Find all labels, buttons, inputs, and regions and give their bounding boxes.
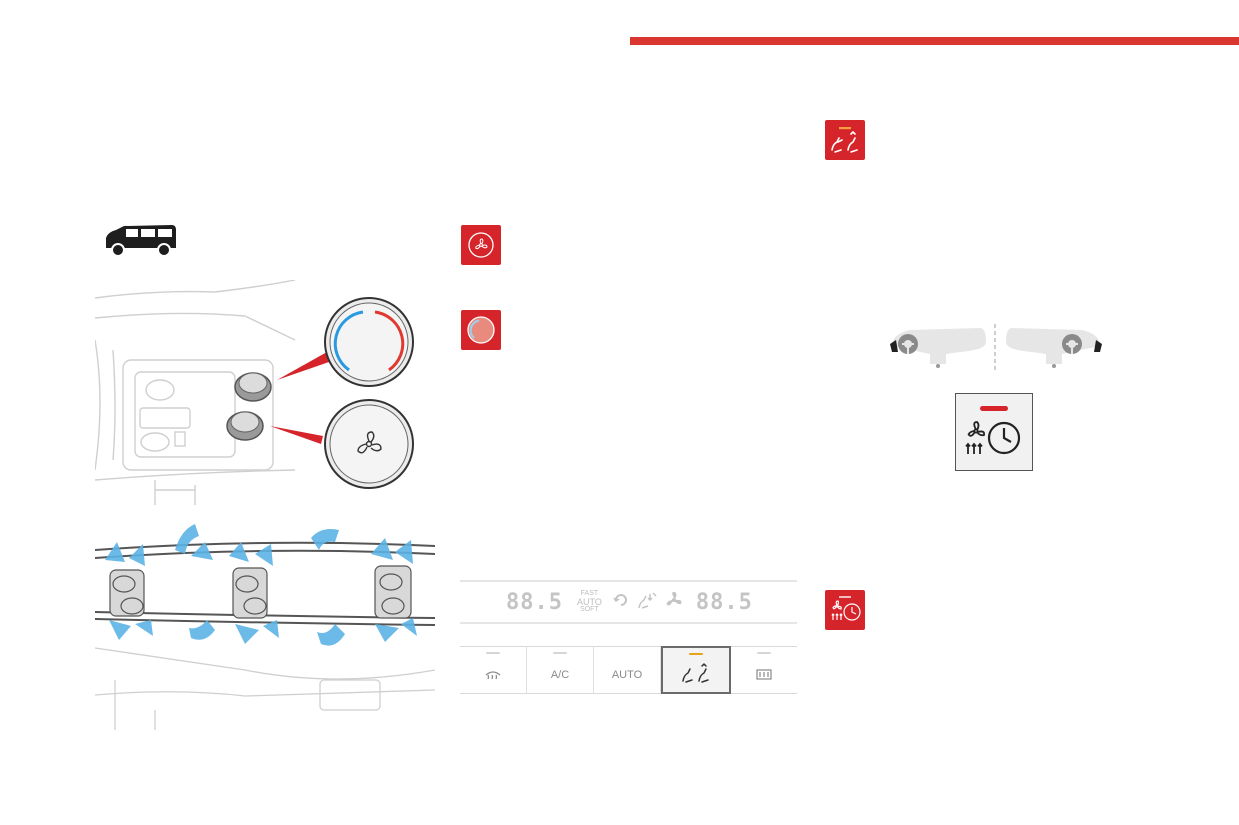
- dashboard-knobs-illustration: [95, 280, 435, 505]
- mode-label-auto: AUTO: [576, 597, 602, 607]
- van-icon: [102, 222, 178, 258]
- climate-control-panel: 88.5 FAST AUTO SOFT 88.5 A/C AUTO: [460, 580, 797, 696]
- recirculation-icon: [612, 591, 630, 614]
- ac-button-label: A/C: [550, 669, 570, 681]
- lcd-display: 88.5 FAST AUTO SOFT 88.5: [460, 580, 797, 624]
- air-vents-illustration: [95, 520, 435, 730]
- indicator-led: [486, 652, 500, 654]
- mode-label-soft: SOFT: [580, 606, 599, 613]
- panel-button-row: A/C AUTO: [460, 646, 797, 694]
- mode-label-fast: FAST: [580, 590, 599, 597]
- right-temperature: 88.5: [695, 589, 753, 615]
- indicator-led: [553, 652, 567, 654]
- temperature-dial: [324, 297, 414, 387]
- auto-button-label: AUTO: [611, 669, 643, 681]
- heated-screen-icon: [755, 667, 773, 684]
- rear-defrost-button[interactable]: [460, 647, 527, 693]
- left-temperature: 88.5: [506, 589, 563, 615]
- fan-timer-button-highlight: [955, 393, 1033, 471]
- header-accent-bar: [630, 37, 1239, 45]
- air-distribution-button-icon: [681, 662, 711, 686]
- heated-screen-button[interactable]: [731, 647, 797, 693]
- fan-timer-icon: [825, 590, 865, 630]
- air-distribution-icon: [825, 120, 865, 160]
- fan-speed-icon: [461, 225, 501, 265]
- rear-defrost-icon: [484, 667, 502, 684]
- ac-button[interactable]: A/C: [527, 647, 594, 693]
- indicator-led: [689, 653, 703, 655]
- lhd-rhd-illustration: [890, 322, 1102, 372]
- distribution-display-icon: [636, 590, 658, 615]
- fan-speed-dial: [324, 399, 414, 489]
- indicator-led: [757, 652, 771, 654]
- auto-button[interactable]: AUTO: [594, 647, 661, 693]
- fan-display-icon: [664, 590, 684, 615]
- temperature-icon: [461, 310, 501, 350]
- mode-labels: FAST AUTO SOFT: [577, 590, 602, 614]
- air-distribution-button[interactable]: [661, 646, 731, 694]
